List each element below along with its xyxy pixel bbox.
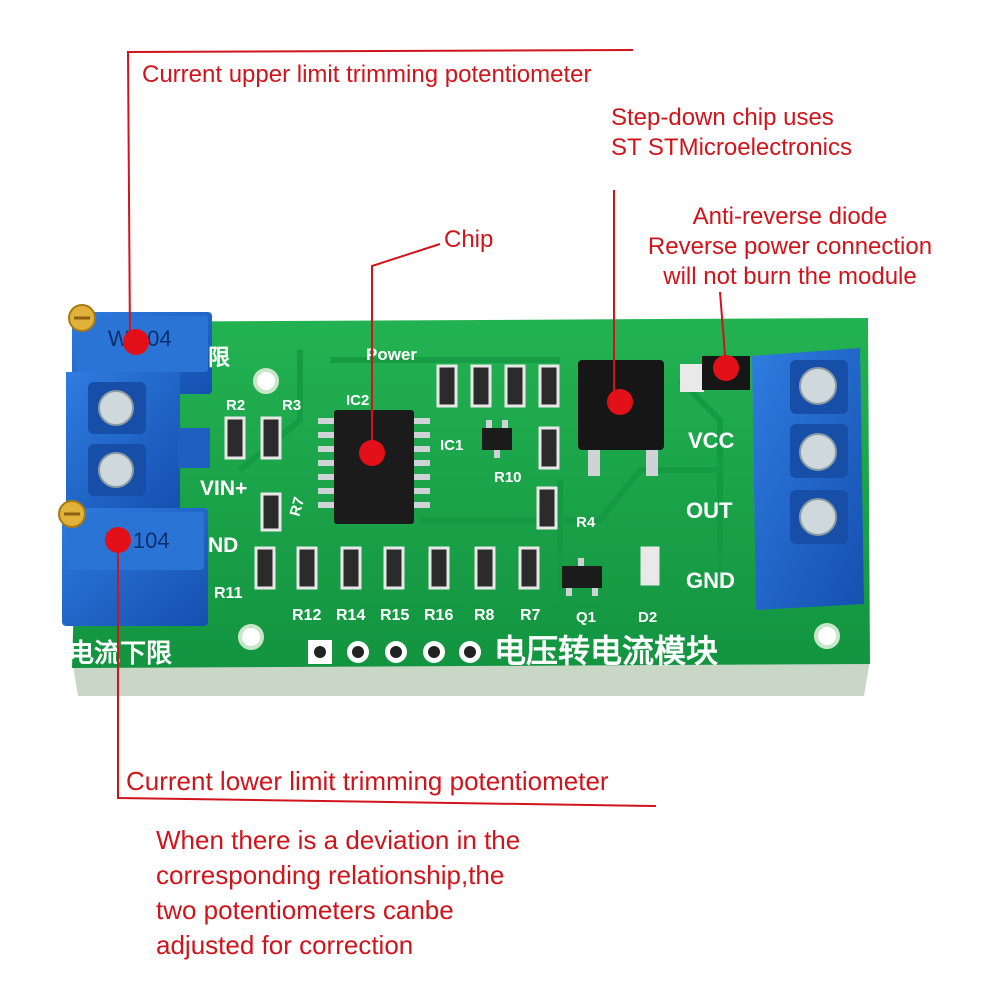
annotation-lower-pot: Current lower limit trimming potentiomet… [126,766,609,796]
annotation-diode-line2: Reverse power connection [647,233,933,260]
annotation-deviation: When there is a deviation in the corresp… [156,823,520,963]
smd-resistors [224,364,660,590]
silk-upper-limit: 限 [208,345,230,370]
annotation-chip: Chip [444,226,494,253]
silk-gnd-left: ND [208,534,238,557]
silk-r10: R10 [494,469,522,486]
silk-ic2: IC2 [346,392,369,409]
annotation-diode-line1: Anti-reverse diode [692,203,888,230]
annotation-diode: Anti-reverse diode Reverse power connect… [632,202,948,292]
annotation-diode-line3: will not burn the module [663,263,917,290]
pcb-edge [72,660,870,696]
q1-transistor [562,558,602,596]
silk-r7-side: R7 [287,495,308,518]
silk-module-title: 电压转电流模块 [494,633,718,669]
annotation-deviation-line2: corresponding relationship,the [156,860,505,890]
silk-vcc: VCC [688,428,735,453]
silk-vin: VIN+ [200,477,247,500]
annotation-upper-pot: Current upper limit trimming potentiomet… [142,61,592,88]
silk-label-r14: R14 [336,607,365,624]
header-pins [308,640,481,664]
left-terminal-block [66,372,210,512]
ic1-component [482,420,512,458]
silk-q1: Q1 [576,609,596,626]
callout-lines [117,49,727,807]
silk-d2: D2 [638,609,657,626]
silk-lower-limit: 电流下限 [68,638,172,668]
silk-label-r7: R7 [520,607,541,624]
silk-gnd-right: GND [686,568,735,593]
silk-label-r15: R15 [380,607,409,624]
silk-r3: R3 [282,397,301,414]
silk-out: OUT [686,498,733,523]
silk-ic1: IC1 [440,437,463,454]
annotation-deviation-line1: When there is a deviation in the [156,825,521,855]
annotation-stepdown-line1: Step-down chip uses [611,104,834,131]
silk-label-r16: R16 [424,607,453,624]
silk-label-r8: R8 [474,607,495,624]
silk-r4: R4 [576,514,596,531]
lower-potentiometer [58,500,208,626]
right-terminal-block [752,348,864,610]
silk-label-r12: R12 [292,607,321,624]
bottom-row-labels: R12 R14 R15 R16 R8 R7 [292,607,541,624]
mounting-holes [238,368,840,650]
annotation-stepdown: Step-down chip uses ST STMicroelectronic… [611,103,852,163]
annotation-stepdown-line2: ST STMicroelectronics [611,134,852,161]
ic2-chip [318,410,430,524]
silk-r11: R11 [214,585,243,602]
silk-r2: R2 [226,397,245,414]
pcb-traces [229,350,723,623]
annotation-deviation-line3: two potentiometers canbe [156,895,454,925]
marker-dots [105,329,739,553]
annotation-deviation-line4: adjusted for correction [156,930,414,960]
silk-power: Power [366,345,417,364]
